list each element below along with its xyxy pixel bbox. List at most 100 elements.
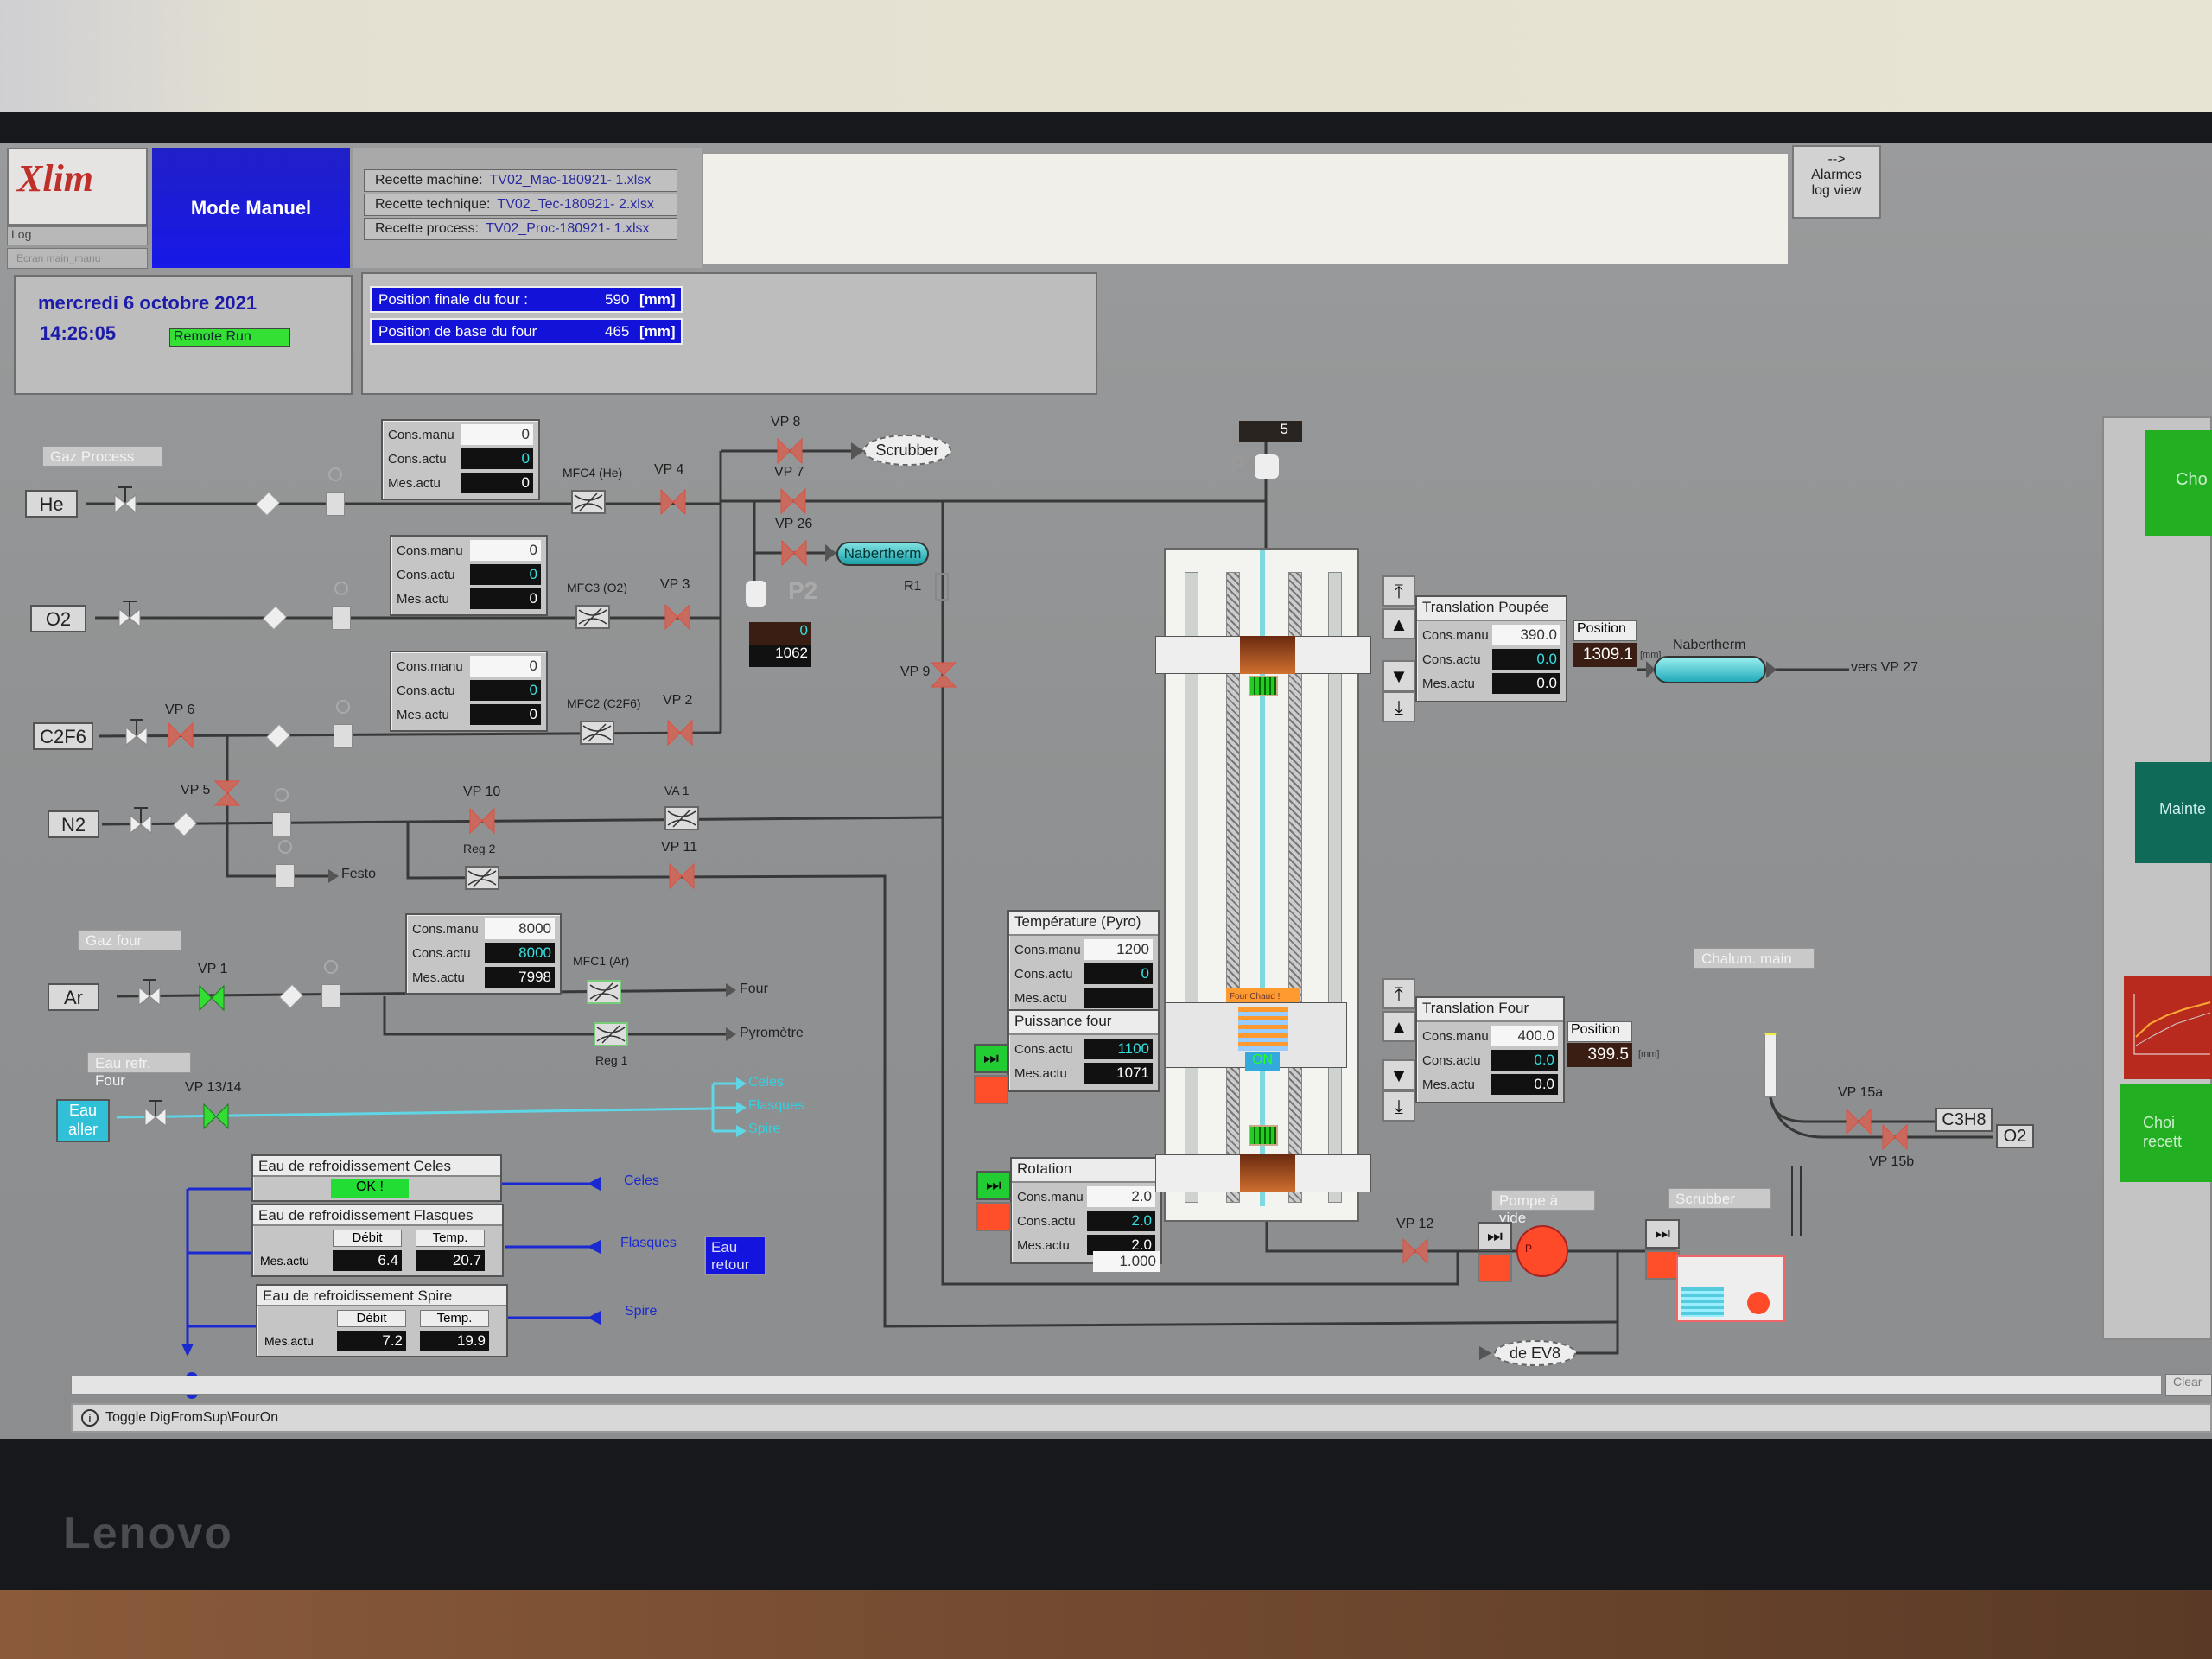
manual-valve-icon[interactable] (118, 599, 142, 630)
alarms-label: Alarmes log view (1811, 168, 1862, 198)
recipe-label: Recette machine: (375, 173, 483, 188)
valve-label-vp3: VP 3 (660, 577, 690, 592)
valve-vp15a[interactable] (1845, 1108, 1872, 1135)
mass-flow-controller-mfc2[interactable] (580, 721, 614, 745)
mass-flow-controller-reg2[interactable] (465, 866, 499, 890)
mode-button[interactable]: Mode Manuel (152, 148, 350, 268)
eau-retour-button[interactable]: Eau retour (704, 1236, 766, 1275)
jog-up-button[interactable]: ▲ (1382, 1011, 1415, 1042)
source-ar-button[interactable]: Ar (48, 983, 99, 1011)
jog-up-button[interactable]: ▲ (1382, 608, 1415, 639)
recipe-file[interactable]: TV02_Proc-180921- 1.xlsx (486, 221, 650, 236)
valve-vp4[interactable] (659, 488, 687, 516)
valve-vp26[interactable] (780, 539, 808, 567)
valve-label-vp12: VP 12 (1396, 1217, 1434, 1231)
valve-vp15b[interactable] (1881, 1123, 1909, 1151)
recipe-row[interactable]: Recette technique:TV02_Tec-180921- 2.xls… (364, 194, 677, 216)
manual-valve-icon[interactable] (124, 717, 149, 748)
field-cons_manu[interactable]: 2.0 (1087, 1186, 1155, 1207)
source-he-button[interactable]: He (25, 490, 78, 518)
jog-bottom-button[interactable]: ⤓ (1382, 691, 1415, 722)
valve-vp5[interactable] (213, 779, 241, 807)
mass-flow-controller-mfc4[interactable] (571, 490, 606, 514)
position-value: 590 (605, 291, 630, 308)
rotation-factor-field[interactable]: 1.000 (1093, 1251, 1160, 1272)
mass-flow-controller-reg1[interactable] (594, 1022, 628, 1046)
field-cons_manu[interactable]: 400.0 (1491, 1026, 1558, 1046)
panel-title: Puissance four (1009, 1011, 1158, 1035)
panel-title: Translation Four (1417, 998, 1563, 1022)
valve-vp11[interactable] (668, 862, 696, 890)
alarms-log-button[interactable]: -->Alarmes log view (1792, 145, 1881, 219)
mass-flow-controller-mfc3[interactable] (575, 605, 610, 629)
trend-chart-button[interactable] (2124, 976, 2212, 1079)
field-cons_manu[interactable]: 8000 (485, 918, 555, 939)
start-power-button[interactable]: ⏭ (974, 1044, 1008, 1073)
valve-vp1[interactable] (198, 984, 226, 1012)
stop-rotation-button[interactable] (976, 1202, 1011, 1231)
nav-button-1[interactable]: Cho (2145, 430, 2212, 536)
start-rotation-button[interactable]: ⏭ (976, 1171, 1011, 1200)
source-eau-aller-button[interactable]: Eau aller (56, 1099, 110, 1142)
scrubber-destination[interactable]: Scrubber (863, 435, 951, 466)
valve-vp2[interactable] (666, 719, 694, 747)
furnace-diagram: Four Chaud !ON (1155, 548, 1371, 1222)
field-cons_manu[interactable]: 0 (470, 540, 541, 561)
recipe-row[interactable]: Recette machine: TV02_Mac-180921- 1.xlsx (364, 169, 677, 192)
mass-flow-controller-mfc1[interactable] (587, 980, 621, 1004)
valve-vp1314[interactable] (202, 1103, 230, 1130)
flow-meter-icon (578, 607, 607, 626)
debit-value: 6.4 (333, 1250, 402, 1271)
valve-vp8[interactable] (776, 437, 804, 465)
nabertherm-destination[interactable]: Nabertherm (836, 542, 929, 566)
valve-vp9[interactable] (930, 661, 957, 689)
water-flasques-destination: Flasques (748, 1098, 804, 1113)
jog-top-button[interactable]: ⤒ (1382, 575, 1415, 607)
stop-pump-button[interactable] (1478, 1253, 1512, 1282)
nav-button-maintenance[interactable]: Mainte (2135, 762, 2212, 863)
clear-button[interactable]: Clear (2165, 1374, 2212, 1396)
start-pump-button[interactable]: ⏭ (1478, 1222, 1512, 1251)
valve-vp3[interactable] (664, 603, 691, 631)
source-o2-button[interactable]: O2 (30, 605, 86, 632)
vacuum-pump-icon[interactable]: P (1516, 1225, 1568, 1277)
valve-icon (664, 603, 690, 631)
nav-button-recipe[interactable]: Choi recett (2120, 1084, 2212, 1182)
flow-meter-icon (582, 723, 612, 742)
valve-vp6[interactable] (167, 721, 194, 749)
jog-down-button[interactable]: ▼ (1382, 660, 1415, 691)
jog-bottom-button[interactable]: ⤓ (1382, 1090, 1415, 1122)
position-value: 399.5 (1567, 1043, 1632, 1067)
stop-power-button[interactable] (974, 1075, 1008, 1104)
furnace-coil (1238, 1007, 1288, 1051)
start-scrubber-button[interactable]: ⏭ (1645, 1219, 1680, 1249)
manual-valve-icon[interactable] (137, 977, 162, 1008)
four-destination: Four (740, 982, 768, 996)
manual-valve-icon[interactable] (129, 805, 153, 836)
valve-vp10[interactable] (468, 807, 496, 835)
screen-button[interactable]: Ecran main_manu (7, 248, 148, 269)
source-o2-torch-button[interactable]: O2 (1996, 1124, 2034, 1148)
field-cons_manu[interactable]: 1200 (1084, 939, 1153, 960)
stop-scrubber-button[interactable] (1645, 1250, 1680, 1280)
field-cons_manu[interactable]: 0 (461, 424, 533, 445)
recipe-file[interactable]: TV02_Mac-180921- 1.xlsx (489, 173, 652, 188)
manual-valve-icon[interactable] (113, 485, 137, 516)
scrubber-pump-icon (1747, 1292, 1770, 1314)
recipe-row[interactable]: Recette process:TV02_Proc-180921- 1.xlsx (364, 218, 677, 240)
mass-flow-controller-va1[interactable] (664, 806, 699, 830)
jog-down-button[interactable]: ▼ (1382, 1059, 1415, 1090)
source-c3h8-button[interactable]: C3H8 (1936, 1108, 1993, 1132)
jog-top-button[interactable]: ⤒ (1382, 978, 1415, 1009)
source-n2-button[interactable]: N2 (48, 810, 99, 838)
manual-valve-icon[interactable] (143, 1098, 168, 1129)
valve-vp7[interactable] (779, 487, 807, 515)
recipe-file[interactable]: TV02_Tec-180921- 2.xlsx (497, 197, 654, 212)
field-cons_manu[interactable]: 390.0 (1492, 625, 1560, 645)
log-button[interactable]: Log (7, 226, 148, 245)
valve-vp12[interactable] (1402, 1237, 1429, 1265)
field-cons_manu[interactable]: 0 (470, 656, 541, 677)
source-c2f6-button[interactable]: C2F6 (33, 722, 93, 750)
